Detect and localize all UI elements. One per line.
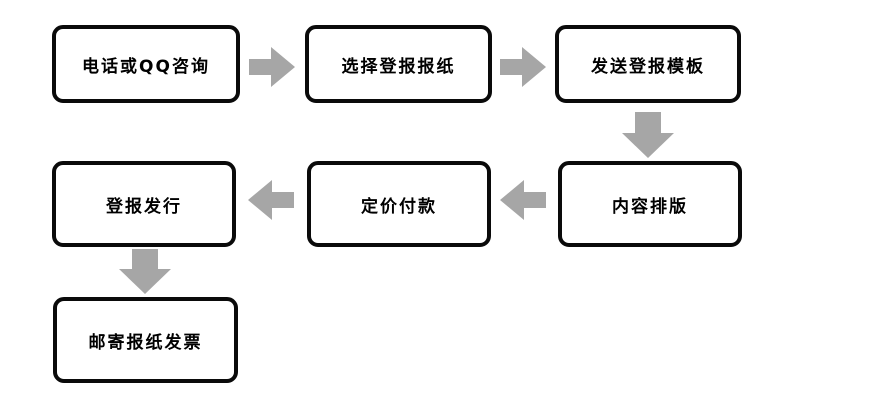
arrow-left-icon (248, 180, 294, 220)
arrow-down-shape (622, 112, 674, 158)
flow-node-label: 选择登报报纸 (341, 56, 456, 77)
flow-node-label: 发送登报模板 (591, 56, 705, 77)
arrow-left-shape (500, 180, 546, 220)
flow-node-label: 邮寄报纸发票 (88, 332, 203, 353)
flow-node-content-typeset: 内容排版 (558, 161, 742, 247)
flow-node-publish-issue: 登报发行 (52, 161, 236, 247)
flow-node-label: 登报发行 (106, 196, 182, 217)
flow-node-phone-qq-consult: 电话或QQ咨询 (52, 25, 240, 103)
arrow-down-icon (119, 249, 171, 294)
flow-node-label: 电话或QQ咨询 (82, 56, 210, 77)
flow-node-mail-invoice: 邮寄报纸发票 (53, 297, 238, 383)
arrow-right-shape (500, 47, 546, 87)
arrow-down-shape (119, 249, 171, 294)
arrow-left-shape (248, 180, 294, 220)
flow-node-price-payment: 定价付款 (307, 161, 491, 247)
flow-node-choose-newspaper: 选择登报报纸 (305, 25, 492, 103)
arrow-right-icon (500, 47, 546, 87)
flow-node-send-template: 发送登报模板 (555, 25, 741, 103)
arrow-right-icon (249, 47, 295, 87)
arrow-down-icon (622, 112, 674, 158)
flow-node-label: 内容排版 (612, 196, 688, 217)
flow-node-label: 定价付款 (361, 196, 437, 217)
arrow-left-icon (500, 180, 546, 220)
arrow-right-shape (249, 47, 295, 87)
